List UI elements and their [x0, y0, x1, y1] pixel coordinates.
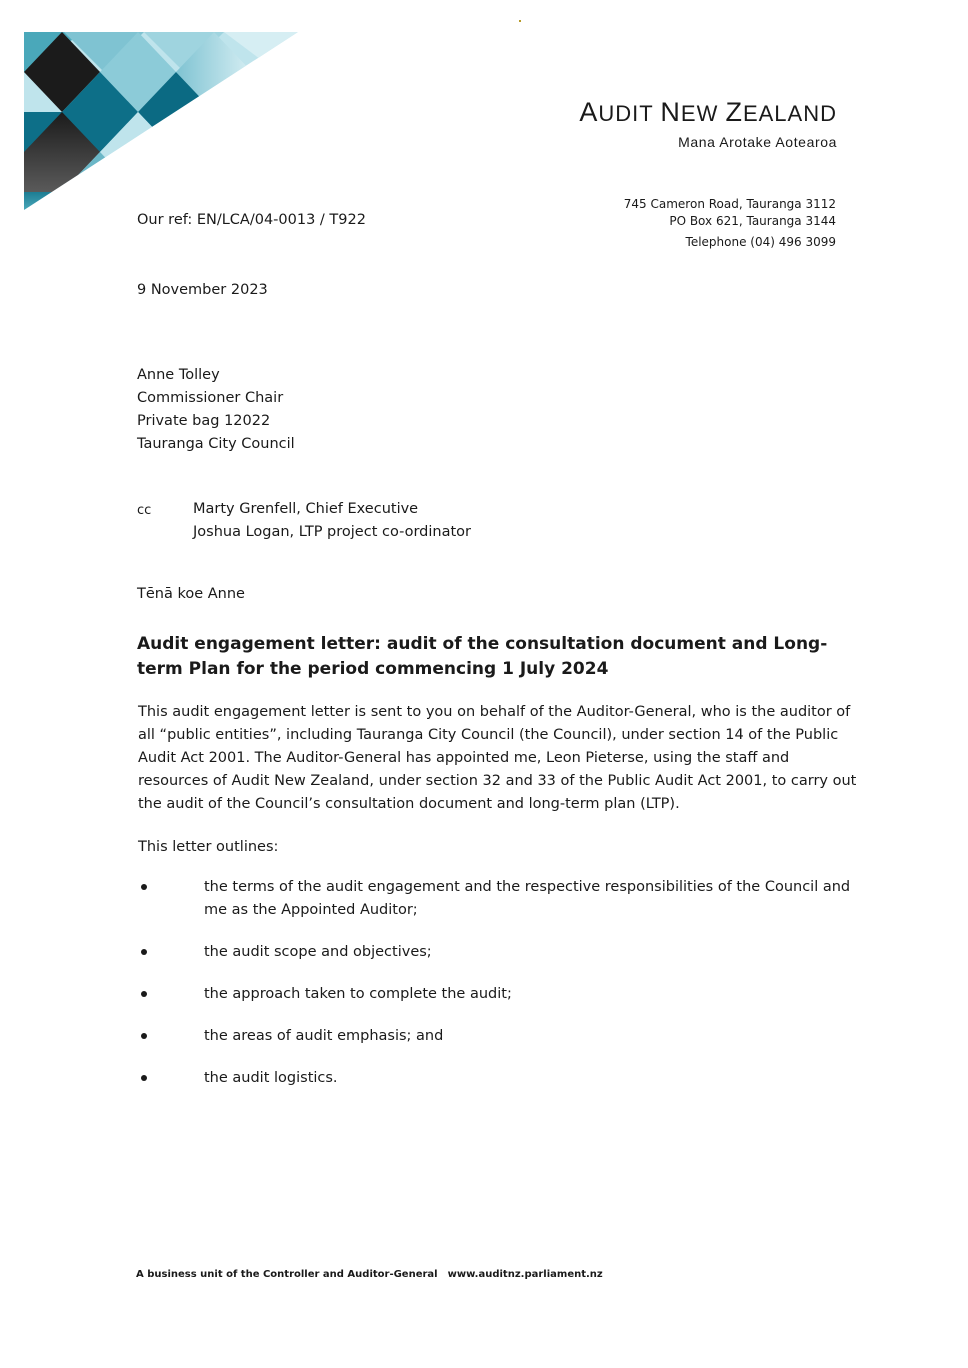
scan-speck: [519, 20, 521, 22]
recipient-line: Anne Tolley: [137, 367, 220, 383]
cc-label: cc: [137, 503, 152, 518]
salutation: Tēnā koe Anne: [137, 586, 245, 602]
footer-text: A business unit of the Controller and Au…: [136, 1269, 438, 1280]
footer-website-link[interactable]: www.auditnz.parliament.nz: [447, 1269, 603, 1280]
bullet-icon: [138, 1067, 204, 1090]
body-paragraph: This letter outlines:: [138, 839, 279, 855]
list-item: the areas of audit emphasis; and: [138, 1025, 858, 1048]
brand-block: AUDIT NEW ZEALAND Mana Arotake Aotearoa: [579, 97, 837, 150]
body-paragraph: This audit engagement letter is sent to …: [138, 704, 857, 812]
outline-list: the terms of the audit engagement and th…: [138, 876, 858, 1109]
address-line-2: PO Box 621, Tauranga 3144: [669, 214, 836, 228]
audit-nz-diamond-logo: [24, 32, 298, 210]
cc-recipient: Marty Grenfell, Chief Executive: [193, 501, 419, 517]
letter-heading: Audit engagement letter: audit of the co…: [137, 634, 828, 679]
address-phone: Telephone (04) 496 3099: [685, 235, 836, 249]
cc-block: cc Marty Grenfell, Chief Executive Joshu…: [137, 498, 471, 544]
list-item: the approach taken to complete the audit…: [138, 983, 858, 1006]
cc-recipient: Joshua Logan, LTP project co-ordinator: [193, 524, 472, 540]
letter-date: 9 November 2023: [137, 282, 268, 298]
brand-subtitle: Mana Arotake Aotearoa: [678, 134, 837, 150]
address-line-1: 745 Cameron Road, Tauranga 3112: [623, 197, 836, 211]
bullet-icon: [138, 1025, 204, 1048]
brand-name: AUDIT NEW ZEALAND: [579, 97, 837, 127]
cc-list: Marty Grenfell, Chief Executive Joshua L…: [193, 498, 471, 544]
our-reference: Our ref: EN/LCA/04-0013 / T922: [137, 212, 366, 228]
sender-address: 745 Cameron Road, Tauranga 3112 PO Box 6…: [624, 196, 836, 251]
page-footer: A business unit of the Controller and Au…: [136, 1269, 603, 1280]
recipient-line: Tauranga City Council: [137, 436, 295, 452]
bullet-icon: [138, 983, 204, 1006]
recipient-line: Private bag 12022: [137, 413, 271, 429]
recipient-line: Commissioner Chair: [137, 390, 284, 406]
recipient-address: Anne Tolley Commissioner Chair Private b…: [137, 364, 295, 456]
list-item: the audit logistics.: [138, 1067, 858, 1090]
list-item: the audit scope and objectives;: [138, 941, 858, 964]
list-item: the terms of the audit engagement and th…: [138, 876, 858, 922]
bullet-icon: [138, 876, 204, 922]
bullet-icon: [138, 941, 204, 964]
